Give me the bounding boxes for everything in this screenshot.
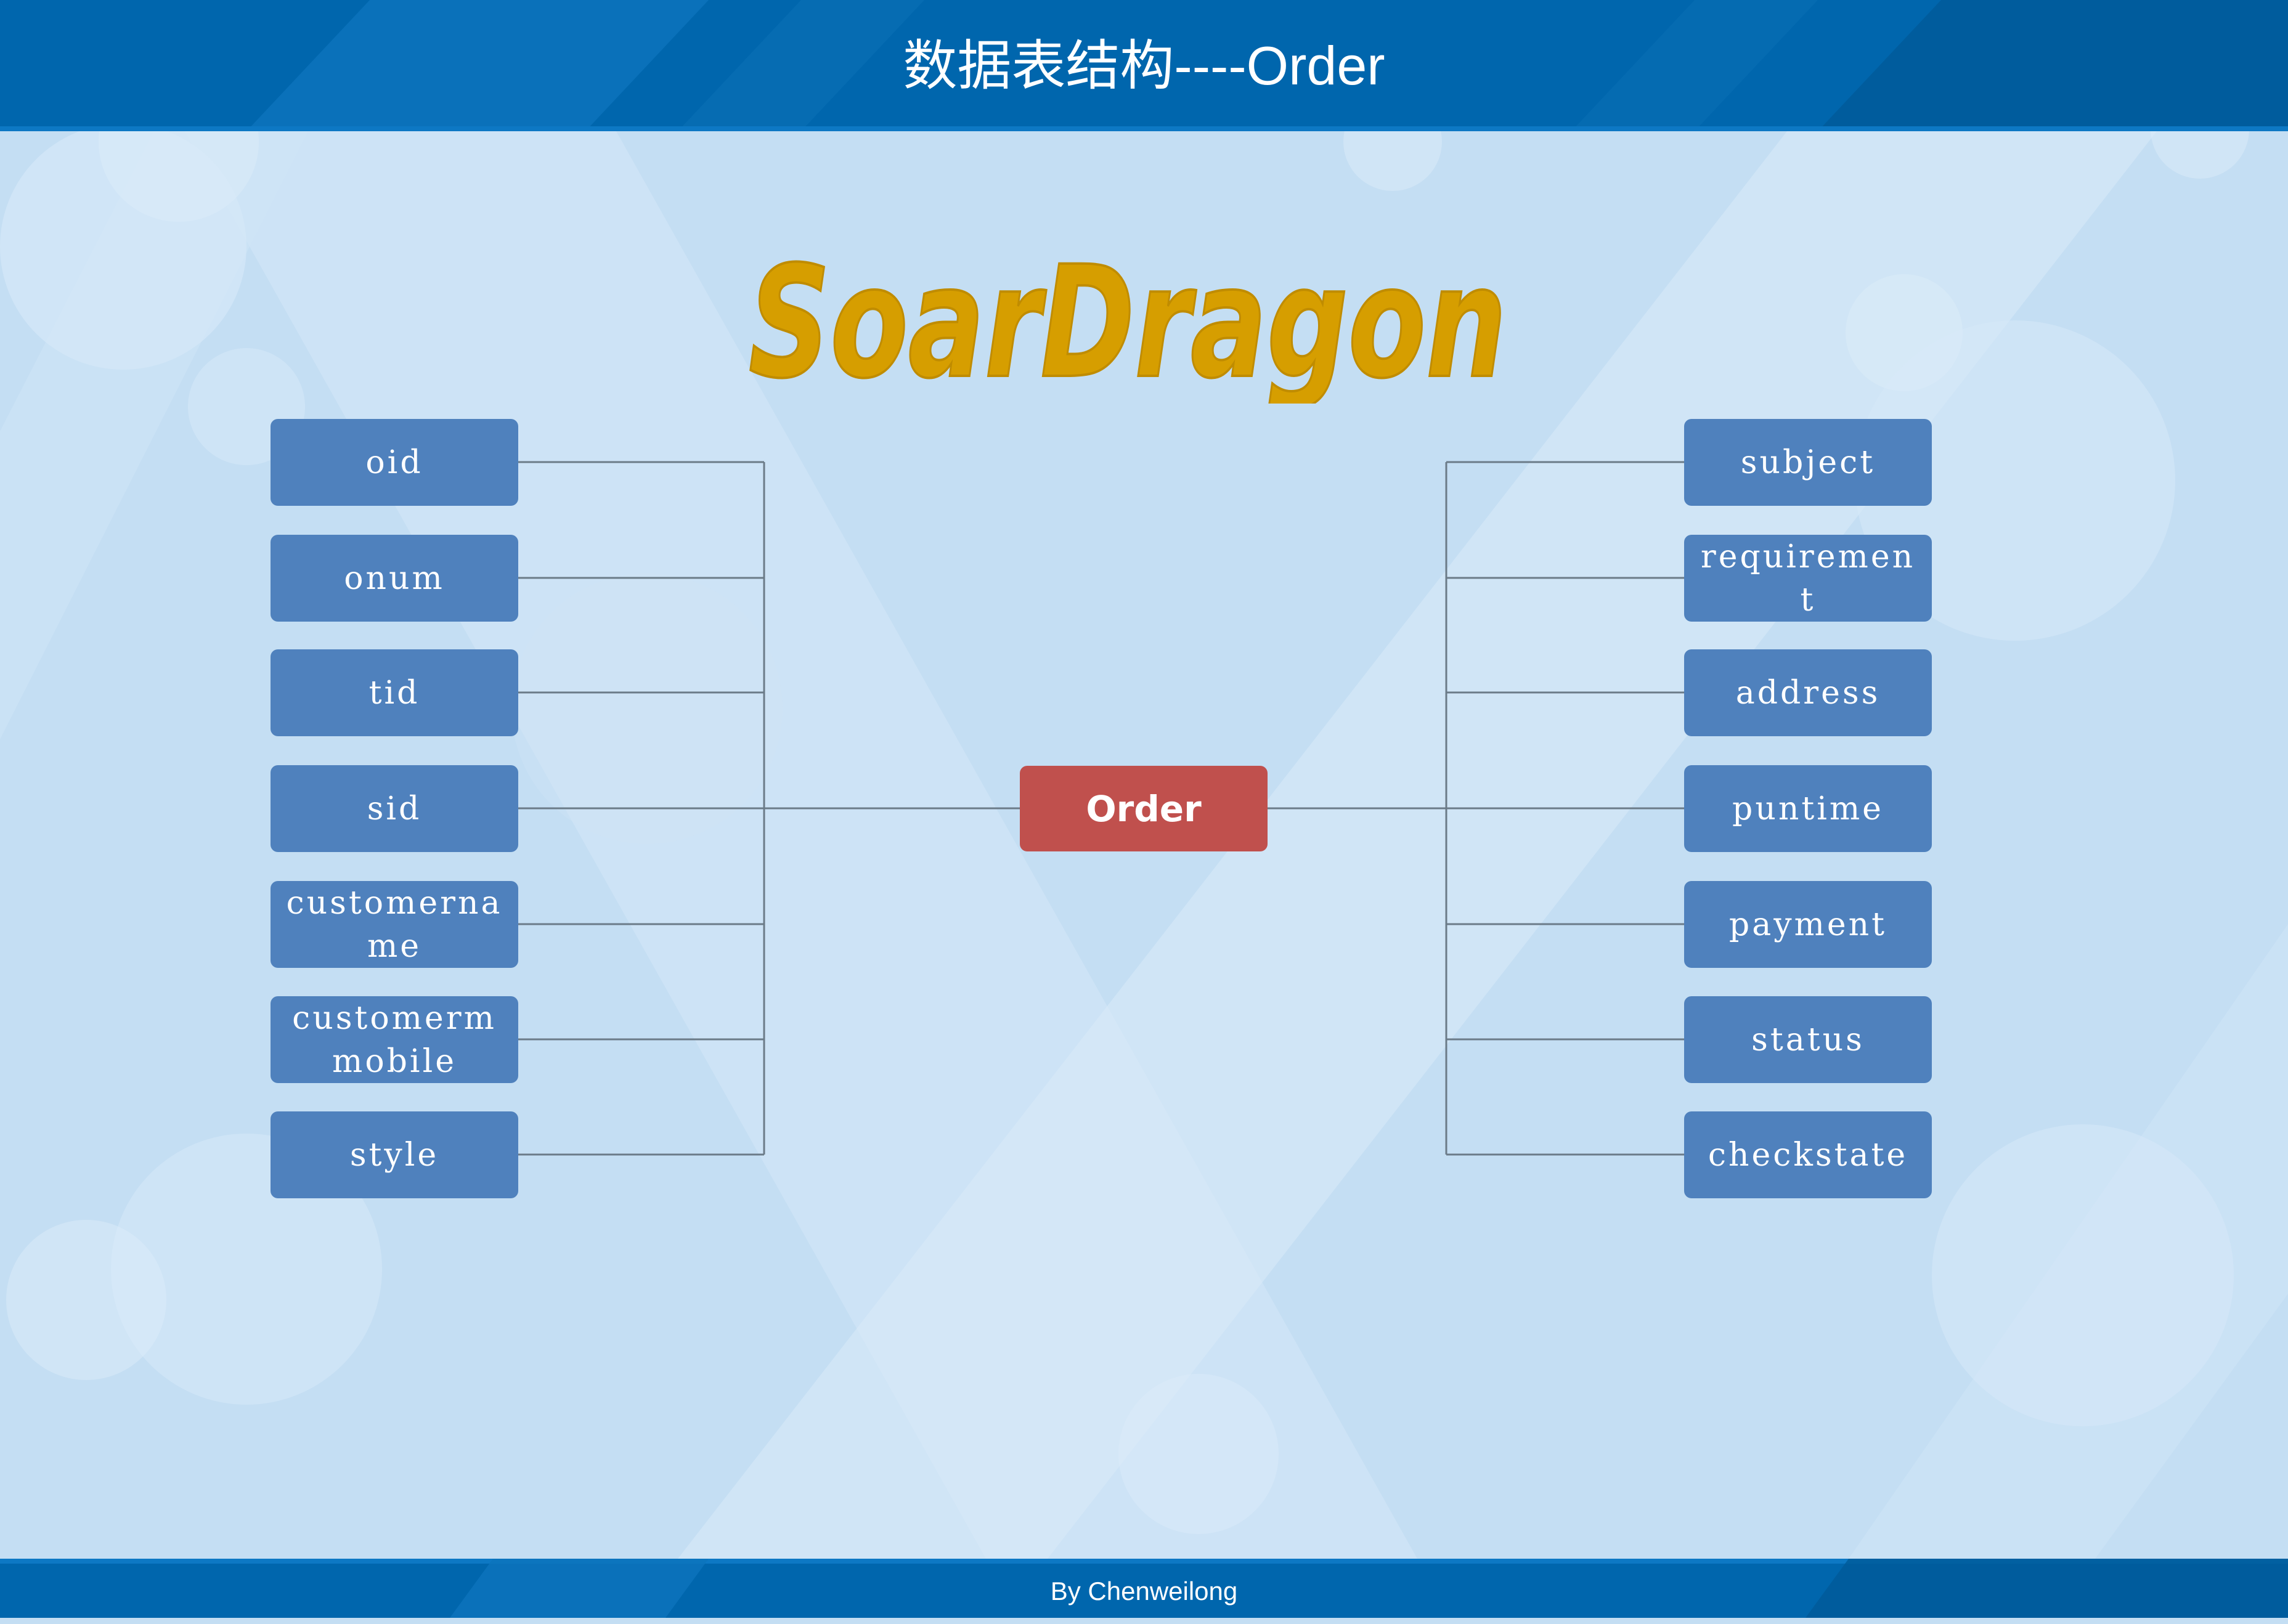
field-node-status[interactable]: status	[1684, 996, 1932, 1083]
field-node-oid[interactable]: oid	[271, 419, 518, 506]
field-node-checkstate[interactable]: checkstate	[1684, 1111, 1932, 1198]
field-node-subject[interactable]: subject	[1684, 419, 1932, 506]
header-bar	[0, 0, 2288, 131]
soardragon-logo: SoarDragon	[747, 243, 1508, 404]
svg-text:SoarDragon: SoarDragon	[749, 243, 1507, 404]
field-node-puntime[interactable]: puntime	[1684, 765, 1932, 852]
field-node-customername[interactable]: customername	[271, 881, 518, 968]
field-node-customermmobile[interactable]: customermmobile	[271, 996, 518, 1083]
field-node-sid[interactable]: sid	[271, 765, 518, 852]
field-node-address[interactable]: address	[1684, 649, 1932, 736]
page-title: 数据表结构----Order	[903, 35, 1385, 96]
center-node-order[interactable]: Order	[1020, 766, 1268, 851]
field-node-style[interactable]: style	[271, 1111, 518, 1198]
footer-stripes	[0, 1559, 2288, 1618]
author-byline: By Chenweilong	[1050, 1577, 1238, 1606]
field-node-onum[interactable]: onum	[271, 535, 518, 622]
footer-bar	[0, 1559, 2288, 1618]
field-node-tid[interactable]: tid	[271, 649, 518, 736]
field-node-payment[interactable]: payment	[1684, 881, 1932, 968]
field-node-requirement[interactable]: requirement	[1684, 535, 1932, 622]
header-stripes	[0, 0, 2288, 131]
